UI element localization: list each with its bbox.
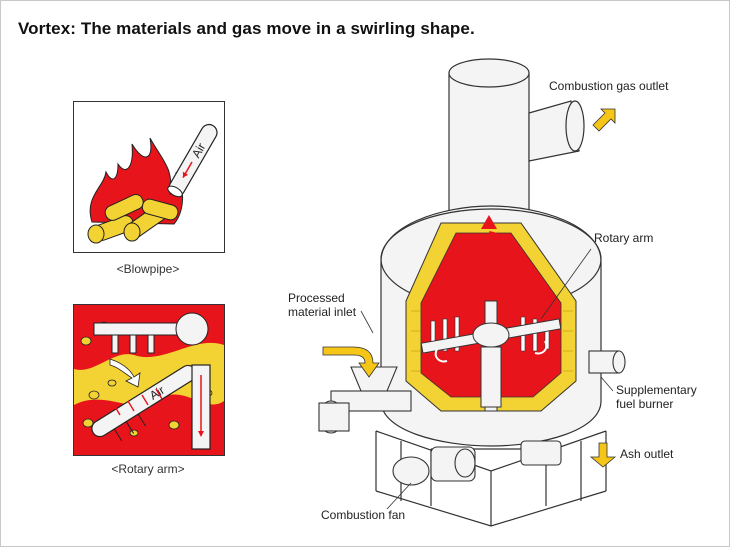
rotary-pipe: Air (91, 364, 197, 442)
supplementary-line1: Supplementary (616, 383, 697, 397)
rotary-arm-label: Rotary arm (594, 231, 654, 245)
gas-outlet-arrow (592, 108, 616, 132)
page-title: Vortex: The materials and gas move in a … (18, 19, 475, 38)
rotary-arms (420, 300, 562, 412)
inlet-hopper (318, 366, 412, 434)
supplementary-burner (588, 350, 626, 374)
processed-inlet-line2: material inlet (288, 305, 357, 319)
processed-inlet-label: Processed material inlet (288, 291, 356, 319)
ash-outlet-unit (520, 440, 562, 466)
combustion-gas-outlet-label: Combustion gas outlet (549, 79, 669, 93)
inlet-arrow (322, 346, 380, 378)
logs (87, 194, 179, 244)
cutaway-interior (405, 215, 577, 412)
ash-outlet-label: Ash outlet (620, 447, 674, 461)
supplementary-burner-label: Supplementary fuel burner (616, 383, 697, 411)
blowpipe-tube: Air (167, 123, 218, 198)
combustion-fan-label: Combustion fan (321, 508, 406, 522)
vortex-swirl (458, 231, 520, 303)
ash-outlet-arrow (589, 442, 617, 468)
chimney (448, 58, 585, 224)
swirl-arrow-head (481, 215, 497, 229)
blowpipe-illustration: Air (87, 123, 218, 244)
rotary-vertical-pipe (191, 364, 211, 450)
blowpipe-air-label: Air (189, 141, 208, 161)
processed-inlet-line1: Processed (288, 291, 345, 305)
blowpipe-inset: Air (73, 101, 225, 253)
supplementary-line2: fuel burner (616, 397, 674, 411)
rotary-arm-caption: <Rotary arm> (111, 462, 185, 476)
blowpipe-caption: <Blowpipe> (116, 262, 180, 276)
arm-upper (93, 312, 209, 354)
rotary-arm-illustration: Air (74, 305, 224, 455)
red-arrows (113, 388, 163, 416)
leader-lines (360, 248, 614, 510)
rotary-arm-inset: Air (73, 304, 225, 456)
combustion-fan (392, 446, 476, 486)
